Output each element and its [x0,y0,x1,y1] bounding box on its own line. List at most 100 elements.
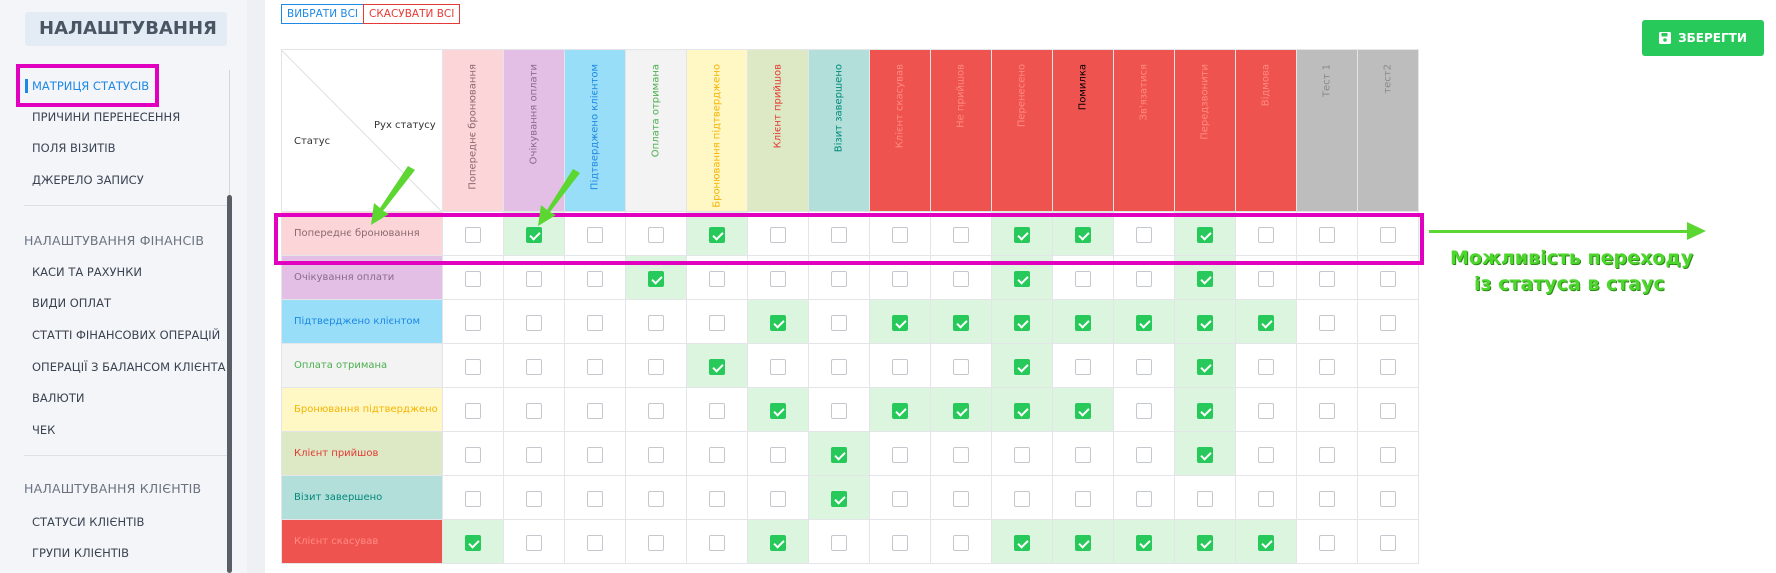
transition-checkbox[interactable] [770,534,786,551]
transition-checkbox[interactable] [709,358,725,375]
transition-checkbox[interactable] [587,270,603,287]
transition-checkbox[interactable] [831,270,847,287]
finance-section-heading[interactable]: НАЛАШТУВАННЯ ФІНАНСІВ [24,233,205,248]
transition-checkbox[interactable] [465,226,481,243]
transition-checkbox[interactable] [1258,270,1274,287]
transition-checkbox[interactable] [1380,490,1396,507]
transition-checkbox[interactable] [1136,270,1152,287]
transition-checkbox[interactable] [526,314,542,331]
transition-checkbox[interactable] [526,446,542,463]
transition-checkbox[interactable] [1014,402,1030,419]
transition-checkbox[interactable] [1258,490,1274,507]
transition-checkbox[interactable] [1136,534,1152,551]
transition-checkbox[interactable] [1014,446,1030,463]
transition-checkbox[interactable] [831,446,847,463]
transition-checkbox[interactable] [648,270,664,287]
transition-checkbox[interactable] [1197,314,1213,331]
transition-checkbox[interactable] [953,402,969,419]
transition-checkbox[interactable] [709,270,725,287]
transition-checkbox[interactable] [1319,226,1335,243]
transition-checkbox[interactable] [648,226,664,243]
transition-checkbox[interactable] [1319,446,1335,463]
transition-checkbox[interactable] [770,402,786,419]
transition-checkbox[interactable] [953,534,969,551]
sidebar-item-payment-types[interactable]: ВИДИ ОПЛАТ [32,296,111,310]
transition-checkbox[interactable] [526,490,542,507]
transition-checkbox[interactable] [892,446,908,463]
sidebar-item-visit-fields[interactable]: ПОЛЯ ВІЗИТІВ [32,141,116,155]
transition-checkbox[interactable] [1319,358,1335,375]
clients-section-heading[interactable]: НАЛАШТУВАННЯ КЛІЄНТІВ [24,481,202,496]
transition-checkbox[interactable] [953,226,969,243]
transition-checkbox[interactable] [892,314,908,331]
transition-checkbox[interactable] [648,446,664,463]
transition-checkbox[interactable] [465,358,481,375]
transition-checkbox[interactable] [770,314,786,331]
transition-checkbox[interactable] [1075,358,1091,375]
sidebar-item-currencies[interactable]: ВАЛЮТИ [32,391,85,405]
transition-checkbox[interactable] [770,358,786,375]
transition-checkbox[interactable] [1136,490,1152,507]
transition-checkbox[interactable] [1014,226,1030,243]
sidebar-item-booking-source[interactable]: ДЖЕРЕЛО ЗАПИСУ [32,173,144,187]
transition-checkbox[interactable] [587,358,603,375]
transition-checkbox[interactable] [892,490,908,507]
sidebar-item-client-statuses[interactable]: СТАТУСИ КЛІЄНТІВ [32,515,145,529]
transition-checkbox[interactable] [1380,314,1396,331]
transition-checkbox[interactable] [587,402,603,419]
transition-checkbox[interactable] [1380,226,1396,243]
sidebar-item-cash-accounts[interactable]: КАСИ ТА РАХУНКИ [32,265,142,279]
transition-checkbox[interactable] [709,446,725,463]
transition-checkbox[interactable] [526,226,542,243]
sidebar-scrollbar[interactable] [227,195,232,573]
cancel-all-button[interactable]: СКАСУВАТИ ВСІ [363,4,461,24]
transition-checkbox[interactable] [1014,534,1030,551]
transition-checkbox[interactable] [587,490,603,507]
transition-checkbox[interactable] [1258,314,1274,331]
transition-checkbox[interactable] [648,314,664,331]
transition-checkbox[interactable] [1014,490,1030,507]
sidebar-item-receipt[interactable]: ЧЕК [32,423,56,437]
transition-checkbox[interactable] [1380,446,1396,463]
transition-checkbox[interactable] [892,270,908,287]
transition-checkbox[interactable] [1197,446,1213,463]
transition-checkbox[interactable] [892,358,908,375]
transition-checkbox[interactable] [1319,490,1335,507]
transition-checkbox[interactable] [831,534,847,551]
transition-checkbox[interactable] [1075,446,1091,463]
transition-checkbox[interactable] [831,226,847,243]
transition-checkbox[interactable] [892,534,908,551]
transition-checkbox[interactable] [587,226,603,243]
transition-checkbox[interactable] [1075,534,1091,551]
transition-checkbox[interactable] [1197,358,1213,375]
transition-checkbox[interactable] [709,402,725,419]
transition-checkbox[interactable] [526,358,542,375]
transition-checkbox[interactable] [831,314,847,331]
transition-checkbox[interactable] [526,270,542,287]
transition-checkbox[interactable] [465,314,481,331]
sidebar-item-finance-articles[interactable]: СТАТТІ ФІНАНСОВИХ ОПЕРАЦІЙ [32,328,221,342]
transition-checkbox[interactable] [1075,490,1091,507]
transition-checkbox[interactable] [1136,402,1152,419]
sidebar-item-reschedule-reasons[interactable]: ПРИЧИНИ ПЕРЕНЕСЕННЯ [32,110,181,124]
transition-checkbox[interactable] [465,270,481,287]
transition-checkbox[interactable] [1319,402,1335,419]
transition-checkbox[interactable] [831,490,847,507]
transition-checkbox[interactable] [892,226,908,243]
transition-checkbox[interactable] [526,534,542,551]
transition-checkbox[interactable] [465,402,481,419]
transition-checkbox[interactable] [1380,358,1396,375]
transition-checkbox[interactable] [953,490,969,507]
transition-checkbox[interactable] [1075,402,1091,419]
transition-checkbox[interactable] [770,490,786,507]
transition-checkbox[interactable] [587,534,603,551]
transition-checkbox[interactable] [1197,270,1213,287]
transition-checkbox[interactable] [770,270,786,287]
transition-checkbox[interactable] [953,358,969,375]
transition-checkbox[interactable] [1075,270,1091,287]
sidebar-item-client-groups[interactable]: ГРУПИ КЛІЄНТІВ [32,546,130,560]
transition-checkbox[interactable] [892,402,908,419]
transition-checkbox[interactable] [1014,314,1030,331]
transition-checkbox[interactable] [1136,358,1152,375]
save-button[interactable]: ЗБЕРЕГТИ [1642,20,1764,56]
